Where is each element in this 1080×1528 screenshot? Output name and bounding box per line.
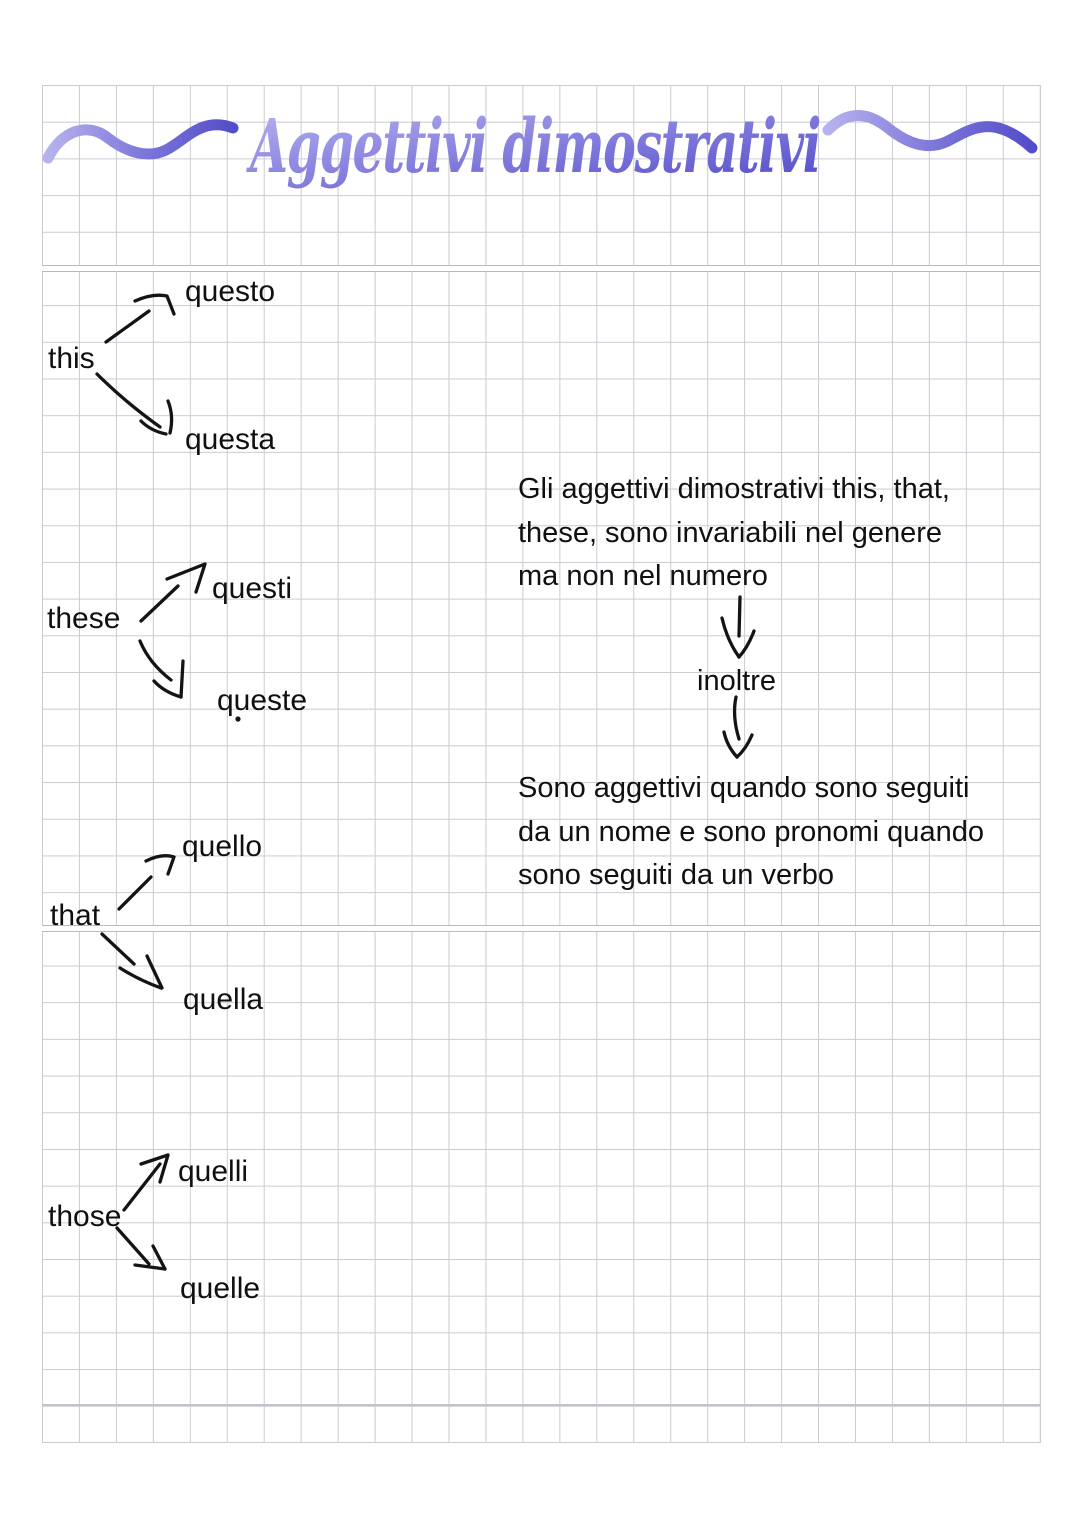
word-that: that bbox=[50, 899, 101, 932]
right-flourish-squiggle bbox=[822, 110, 1038, 154]
arrow-those-to-quelli bbox=[122, 1153, 170, 1212]
stray-dot bbox=[235, 716, 241, 722]
form-quelli: quelli bbox=[178, 1155, 249, 1188]
arrow-down-to-inoltre bbox=[720, 595, 756, 659]
connector-inoltre: inoltre bbox=[697, 665, 776, 697]
form-questo: questo bbox=[185, 275, 276, 308]
rule-line: these, sono invariabili nel genere bbox=[518, 516, 942, 549]
arrow-that-to-quello bbox=[117, 854, 176, 911]
rule-line: sono seguiti da un verbo bbox=[518, 859, 834, 891]
left-flourish-squiggle bbox=[42, 119, 239, 164]
rule-line: ma non nel numero bbox=[518, 560, 768, 592]
page-title: Aggettivi dimostrativi bbox=[246, 104, 820, 190]
form-quella: quella bbox=[183, 983, 264, 1016]
word-this: this bbox=[48, 342, 95, 375]
rule-line: Sono aggettivi quando sono seguiti bbox=[518, 772, 970, 804]
form-quelle: quelle bbox=[180, 1272, 261, 1305]
word-these: these bbox=[47, 602, 121, 635]
arrow-this-to-questa bbox=[95, 372, 174, 436]
title-banner: Aggettivi dimostrativi bbox=[42, 104, 1038, 190]
rule-line: da un nome e sono pronomi quando bbox=[518, 815, 984, 848]
form-queste: queste bbox=[217, 684, 308, 717]
section-seam bbox=[42, 1404, 1040, 1406]
arrow-these-to-questi bbox=[139, 562, 207, 623]
arrow-that-to-quella bbox=[100, 932, 164, 990]
arrow-this-to-questo bbox=[104, 293, 176, 344]
arrow-those-to-quelle bbox=[115, 1226, 167, 1271]
grid-paper-background bbox=[42, 85, 1041, 1443]
form-questi: questi bbox=[212, 572, 293, 605]
rule-adjective-pronoun-note: Sono aggettivi quando sono seguiti da un… bbox=[518, 767, 984, 898]
section-seam bbox=[42, 925, 1040, 932]
rule-invariable-note: Gli aggettivi dimostrativi this, that, t… bbox=[518, 468, 950, 599]
rule-line: Gli aggettivi dimostrativi this, that, bbox=[518, 473, 950, 505]
section-seam bbox=[42, 265, 1040, 272]
arrow-these-to-queste bbox=[138, 639, 185, 699]
word-those: those bbox=[48, 1200, 122, 1233]
form-questa: questa bbox=[185, 423, 276, 456]
arrow-down-from-inoltre bbox=[722, 695, 754, 759]
form-quello: quello bbox=[182, 830, 263, 863]
